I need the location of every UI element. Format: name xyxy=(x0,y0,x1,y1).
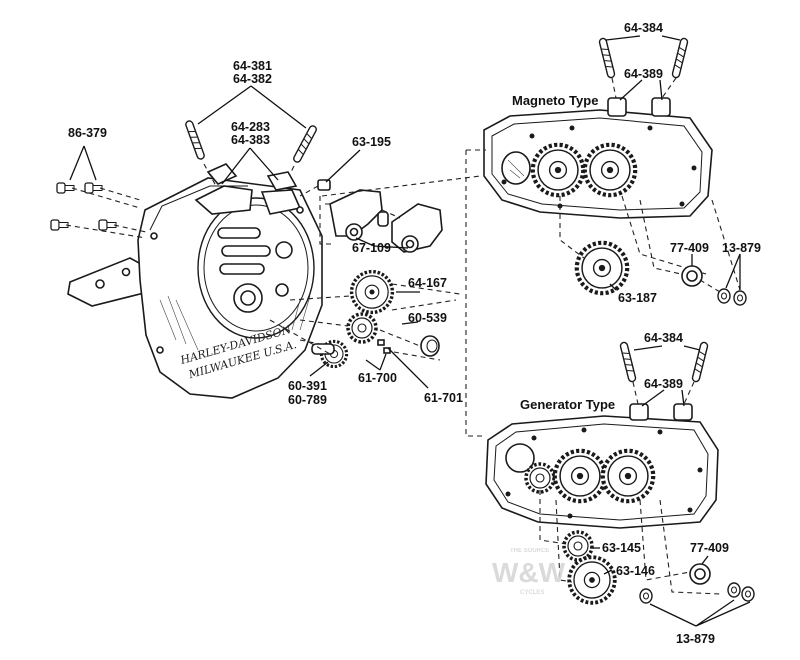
leader-lines xyxy=(69,35,751,627)
magneto-type-heading: Magneto Type xyxy=(512,93,598,108)
label-64-383: 64-383 xyxy=(231,133,270,147)
label-77-409-generator: 77-409 xyxy=(690,541,729,555)
washer-part[interactable] xyxy=(681,265,747,306)
label-13-879-magneto: 13-879 xyxy=(722,241,761,255)
svg-text:CYCLES: CYCLES xyxy=(520,590,544,596)
label-61-701: 61-701 xyxy=(424,391,463,405)
label-67-109: 67-109 xyxy=(352,241,391,255)
label-60-789: 60-789 xyxy=(288,393,327,407)
label-64-384-generator: 64-384 xyxy=(644,331,683,345)
label-64-389-magneto: 64-389 xyxy=(624,67,663,81)
label-63-187: 63-187 xyxy=(618,291,657,305)
svg-text:THE SOURCE: THE SOURCE xyxy=(510,548,549,554)
label-64-389-generator: 64-389 xyxy=(644,377,683,391)
svg-text:W&W: W&W xyxy=(492,557,566,588)
crankcase xyxy=(67,177,323,399)
label-63-145: 63-145 xyxy=(602,541,641,555)
gear-63-187[interactable] xyxy=(577,243,627,293)
label-64-382: 64-382 xyxy=(233,72,272,86)
rocker-arm-part[interactable] xyxy=(329,189,443,253)
label-61-700: 61-700 xyxy=(358,371,397,385)
generator-gear-cover xyxy=(485,403,719,529)
label-64-167: 64-167 xyxy=(408,276,447,290)
magneto-gear-cover xyxy=(483,97,713,219)
label-86-379: 86-379 xyxy=(68,126,107,140)
screw-part[interactable] xyxy=(50,182,117,231)
screw-63-195[interactable] xyxy=(317,179,331,191)
washer-part[interactable] xyxy=(639,563,755,604)
label-13-879-generator: 13-879 xyxy=(676,632,715,646)
label-63-146: 63-146 xyxy=(616,564,655,578)
plug-60-539[interactable] xyxy=(420,335,440,357)
label-64-283: 64-283 xyxy=(231,120,270,134)
label-64-381: 64-381 xyxy=(233,59,272,73)
watermark: THE SOURCE W&W CYCLES xyxy=(492,548,566,596)
generator-type-heading: Generator Type xyxy=(520,397,615,412)
label-77-409-magneto: 77-409 xyxy=(670,241,709,255)
shaft-60-391[interactable] xyxy=(311,343,335,355)
label-64-384-magneto: 64-384 xyxy=(624,21,663,35)
label-60-391: 60-391 xyxy=(288,379,327,393)
label-63-195: 63-195 xyxy=(352,135,391,149)
label-60-539: 60-539 xyxy=(408,311,447,325)
key-61-701[interactable] xyxy=(377,339,385,346)
